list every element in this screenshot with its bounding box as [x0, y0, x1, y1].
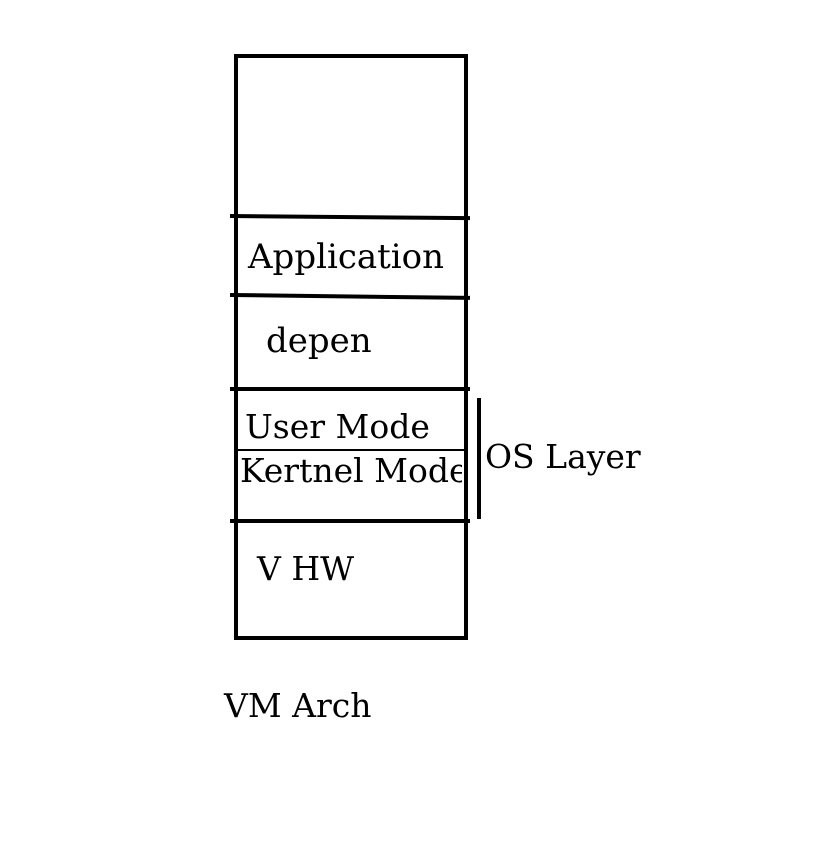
os-layer-label: OS Layer — [485, 437, 641, 476]
layer-label-v-hw: V HW — [257, 549, 355, 588]
diagram-caption: VM Arch — [224, 686, 372, 725]
layer-label-depen: depen — [266, 321, 372, 361]
os-layer-bracket — [477, 398, 481, 519]
layer-label-user-mode: User Mode — [245, 407, 430, 446]
divider-depen-user-mode — [230, 387, 470, 391]
layer-stack-box — [234, 54, 468, 640]
divider-kernel-vhw — [230, 519, 470, 523]
layer-label-application: Application — [248, 237, 445, 277]
layer-label-kernel-mode: Kertnel Mode — [240, 452, 462, 490]
kernel-mode-clip: Kertnel Mode — [238, 452, 462, 492]
divider-user-kernel-mode — [236, 449, 464, 451]
